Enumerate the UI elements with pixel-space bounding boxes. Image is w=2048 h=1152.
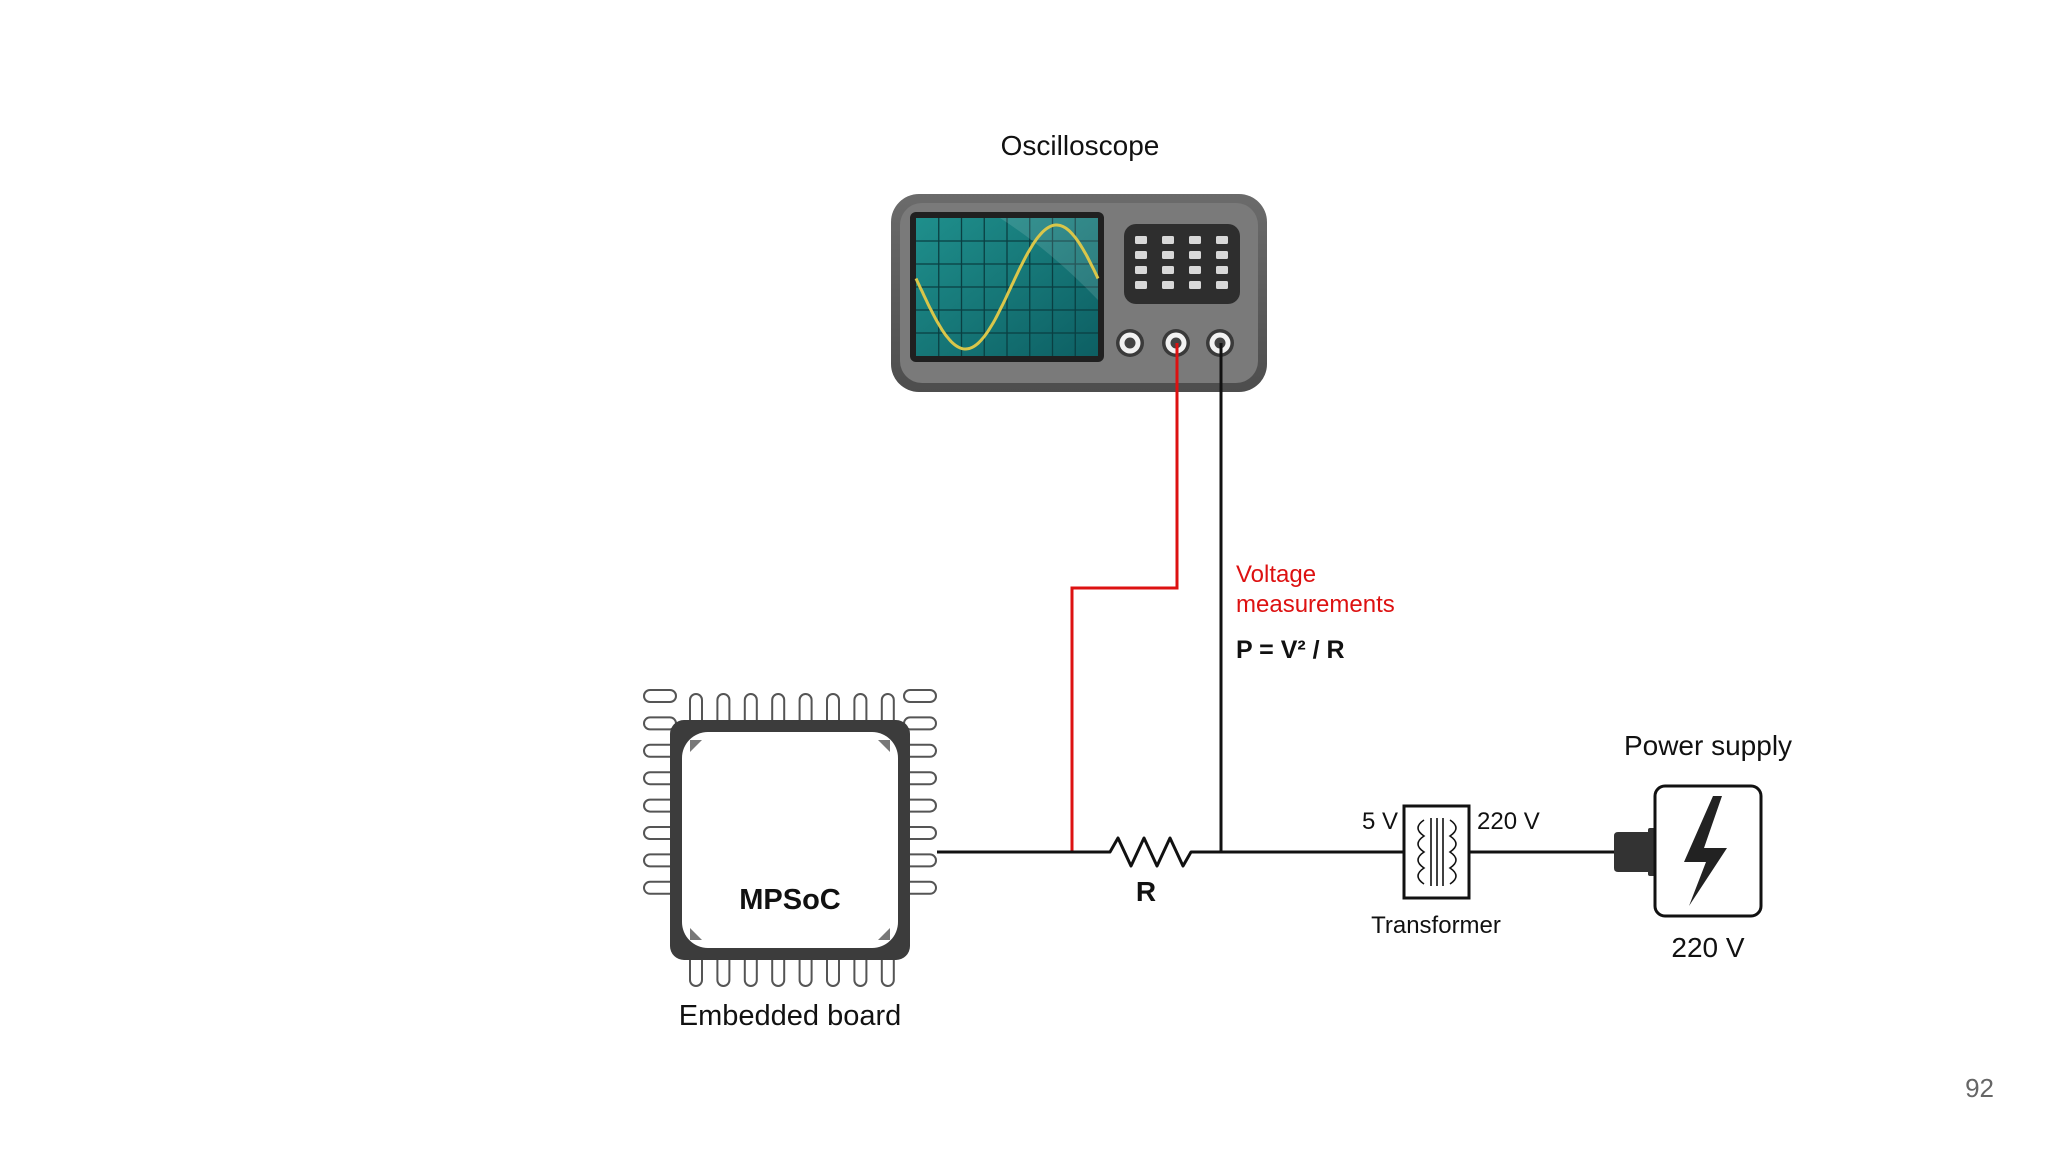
chip-label: MPSoC: [739, 884, 841, 916]
oscilloscope-icon: [891, 194, 1267, 392]
voltage-measurements-line2: measurements: [1236, 591, 1395, 618]
transformer-label: Transformer: [1371, 912, 1501, 939]
keypad-key[interactable]: [1135, 236, 1147, 244]
chip-pin-left: [643, 716, 677, 731]
chip-pin-left: [643, 689, 677, 703]
embedded-board-label: Embedded board: [678, 1000, 902, 1032]
power-supply-label: Power supply: [1623, 730, 1793, 761]
keypad-key[interactable]: [1189, 281, 1201, 289]
lightning-icon: [1684, 796, 1727, 906]
resistor-label: R: [1135, 876, 1157, 907]
keypad-key[interactable]: [1216, 281, 1228, 289]
keypad-key[interactable]: [1162, 251, 1174, 259]
page-number: 92: [1965, 1073, 1994, 1103]
keypad-key[interactable]: [1189, 236, 1201, 244]
keypad-key[interactable]: [1162, 281, 1174, 289]
power-supply-icon: [1653, 784, 1763, 918]
oscilloscope-ports: [1116, 329, 1234, 357]
transformer-symbol: [1402, 804, 1471, 900]
keypad-key[interactable]: [1135, 281, 1147, 289]
power-supply-voltage: 220 V: [1671, 932, 1745, 963]
chip-icon: [643, 689, 937, 987]
voltage-measurements-label: Voltage measurements: [1236, 560, 1395, 620]
voltage-measurements-line1: Voltage: [1236, 561, 1317, 588]
power-formula: P = V² / R: [1236, 636, 1345, 664]
keypad-key[interactable]: [1162, 266, 1174, 274]
power-plug-icon: [1614, 828, 1656, 876]
oscilloscope-screen: [910, 212, 1104, 362]
keypad-key[interactable]: [1135, 266, 1147, 274]
red-probe-wire: [1070, 343, 1179, 852]
chip-pin-right: [903, 689, 937, 703]
sine-waveform: [914, 223, 1100, 351]
oscilloscope-label: Oscilloscope: [1000, 130, 1160, 161]
port-1-icon[interactable]: [1116, 329, 1144, 357]
keypad-key[interactable]: [1189, 251, 1201, 259]
keypad-key[interactable]: [1216, 251, 1228, 259]
keypad-key[interactable]: [1216, 266, 1228, 274]
resistor-symbol: [1100, 836, 1199, 868]
keypad-key[interactable]: [1216, 236, 1228, 244]
keypad-key[interactable]: [1189, 266, 1201, 274]
chip-pin-right: [903, 716, 937, 731]
transformer-left-voltage: 5 V: [1361, 808, 1398, 835]
oscilloscope-keypad: [1124, 224, 1240, 304]
transformer-right-voltage: 220 V: [1477, 808, 1540, 835]
keypad-key[interactable]: [1135, 251, 1147, 259]
keypad-key[interactable]: [1162, 236, 1174, 244]
